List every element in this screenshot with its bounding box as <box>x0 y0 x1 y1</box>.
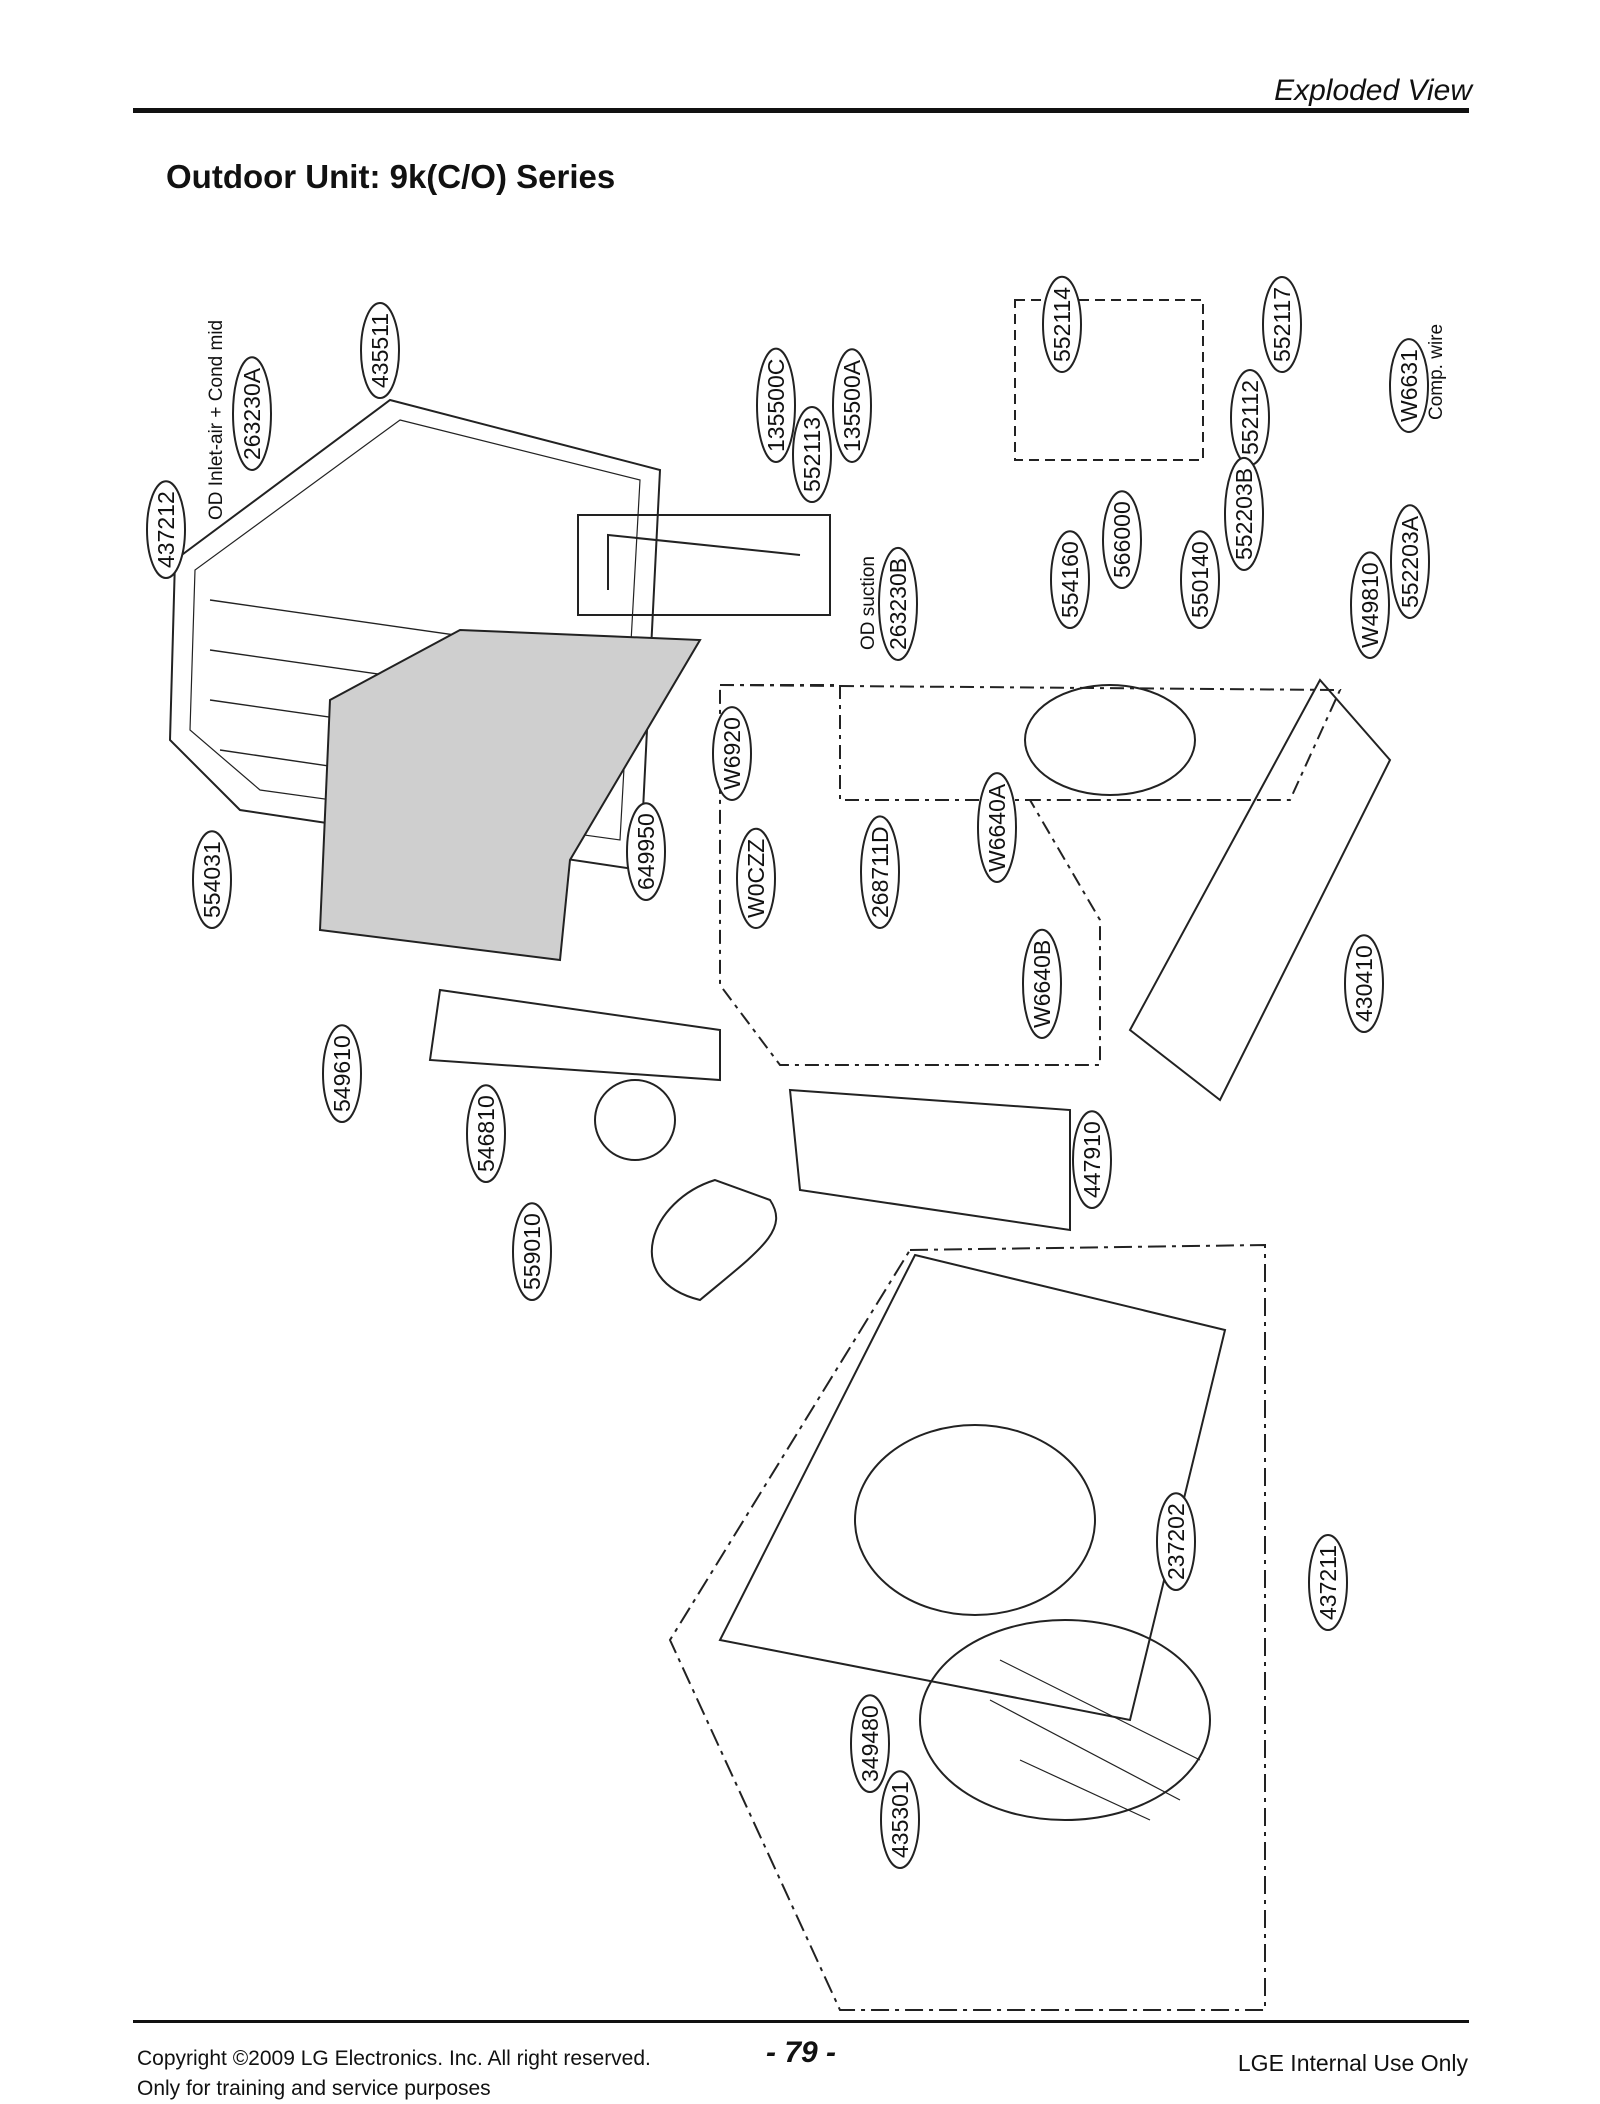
callout-bubble <box>977 772 1017 883</box>
callout-bubble <box>1022 928 1062 1039</box>
callout-bubble <box>322 1024 362 1123</box>
part-label: 435301 <box>887 1781 913 1858</box>
part-label: 237202 <box>1163 1503 1189 1580</box>
bottom-rule <box>133 2020 1469 2023</box>
part-label: 437211 <box>1315 1545 1341 1620</box>
part-label: 135500C <box>763 359 789 452</box>
callout-bubble <box>736 827 776 929</box>
part-label: 430410 <box>1351 945 1377 1022</box>
part-label: W0CZZ <box>743 839 769 918</box>
callout-bubble <box>360 301 400 399</box>
part-label: 549610 <box>329 1035 355 1112</box>
part-label: 552117 <box>1269 287 1295 362</box>
top-rule <box>133 108 1469 113</box>
section-label: Exploded View <box>1274 74 1472 107</box>
part-label: 554031 <box>199 841 225 918</box>
callout-bubble <box>192 830 232 929</box>
callout-bubble <box>832 348 872 463</box>
callout-bubble <box>146 480 186 579</box>
note-comp-wire: Comp. wire <box>1426 324 1447 420</box>
callout-bubble <box>1156 1492 1196 1591</box>
part-label: 263230A <box>239 367 265 460</box>
callout-bubble <box>1224 456 1264 571</box>
part-label: 437212 <box>153 491 179 568</box>
front-grille-mesh <box>989 1659 1201 1821</box>
part-label: 546810 <box>473 1095 499 1172</box>
part-labels: 437212 263230A 435511 135500C 552113 135… <box>146 275 1447 1869</box>
part-label: 135500A <box>839 359 865 452</box>
callout-bubble <box>1050 530 1090 629</box>
callout-bubble <box>1042 275 1082 373</box>
part-label: W6920 <box>719 717 745 790</box>
training-line: Only for training and service purposes <box>137 2077 491 2100</box>
callout-bubble <box>626 802 666 901</box>
note-od-inlet: OD Inlet-air + Cond mid <box>206 320 227 520</box>
callout-bubble <box>878 546 918 661</box>
callout-bubble <box>1390 504 1430 619</box>
callout-bubble <box>1350 551 1390 659</box>
callout-bubble <box>1344 934 1384 1033</box>
callout-bubble <box>880 1770 920 1869</box>
part-label: 566000 <box>1109 501 1135 578</box>
callout-bubble <box>232 356 272 471</box>
part-label: W6631 <box>1396 349 1422 422</box>
callout-bubble <box>792 405 832 503</box>
internal-use-label: LGE Internal Use Only <box>1237 2050 1468 2076</box>
copyright-line: Copyright ©2009 LG Electronics. Inc. All… <box>137 2047 651 2070</box>
copyright-text: Copyright ©2009 LG Electronics. Inc. All… <box>137 2044 651 2104</box>
callout-bubble <box>1102 490 1142 589</box>
callout-bubble <box>1262 275 1302 373</box>
page-number: - 79 - <box>766 2036 837 2069</box>
callout-bubble <box>1308 1533 1348 1631</box>
part-label: 263230B <box>885 558 911 650</box>
part-label: W6640B <box>1029 940 1055 1028</box>
callout-bubble <box>860 815 900 929</box>
callout-bubble <box>756 347 796 463</box>
part-label: W49810 <box>1357 562 1383 648</box>
page-title: Outdoor Unit: 9k(C/O) Series <box>166 158 616 195</box>
callout-bubble <box>850 1694 890 1793</box>
callout-bubble <box>466 1084 506 1183</box>
part-label: 552113 <box>799 417 825 492</box>
callout-bubble <box>712 706 752 801</box>
part-label: 550140 <box>1187 541 1213 618</box>
note-od-suction: OD suction <box>858 556 879 650</box>
part-label: 447910 <box>1079 1121 1105 1198</box>
part-label: 268711D <box>867 826 893 918</box>
part-label: 559010 <box>519 1213 545 1290</box>
part-label: 554160 <box>1057 541 1083 618</box>
callout-bubble <box>1180 530 1220 629</box>
part-label: 552203A <box>1397 515 1423 608</box>
callout-bubble <box>1072 1110 1112 1209</box>
callout-bubble <box>1389 338 1429 433</box>
part-label: 552203B <box>1231 468 1257 560</box>
part-label: 435511 <box>367 313 393 388</box>
part-label: W6640A <box>984 783 1010 872</box>
part-label: 552112 <box>1237 380 1263 455</box>
callout-bubble <box>512 1202 552 1301</box>
diagram-artwork <box>168 299 1392 2011</box>
part-label: 349480 <box>857 1705 883 1782</box>
part-label: 552114 <box>1049 287 1075 362</box>
part-label: 649950 <box>633 813 659 890</box>
